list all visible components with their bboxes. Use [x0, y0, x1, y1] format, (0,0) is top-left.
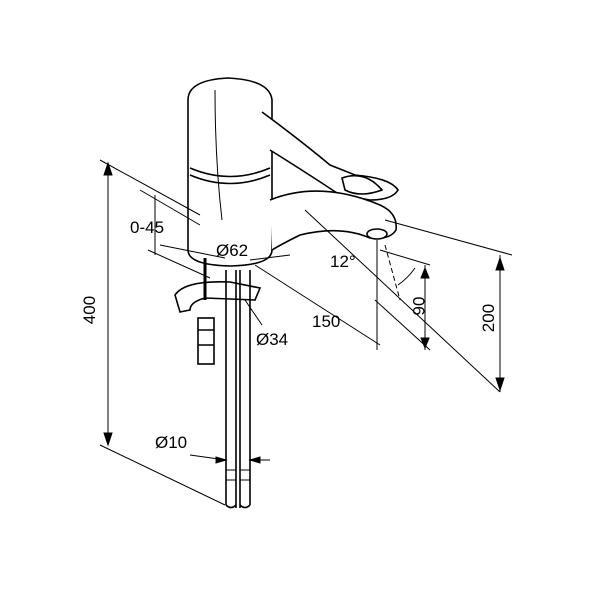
- spout: [269, 190, 397, 251]
- faucet-body: [187, 77, 273, 267]
- spout-height-label: 200: [479, 303, 499, 333]
- lever-handle: [261, 111, 399, 201]
- supply-pipes: [225, 270, 251, 509]
- spout-drop-label: 90: [409, 296, 429, 316]
- spout-angle-label: 12°: [330, 252, 356, 271]
- mounting-hardware: [174, 258, 262, 365]
- pipe-diameter-label: Ø10: [155, 433, 188, 452]
- projection-label: 150: [312, 312, 341, 331]
- swivel-range-label: 0-45: [130, 218, 165, 237]
- hole-diameter-label: Ø34: [256, 330, 289, 349]
- body-diameter-label: Ø62: [216, 241, 249, 260]
- dimension-lines: [99, 159, 513, 506]
- total-height-label: 400: [80, 295, 100, 325]
